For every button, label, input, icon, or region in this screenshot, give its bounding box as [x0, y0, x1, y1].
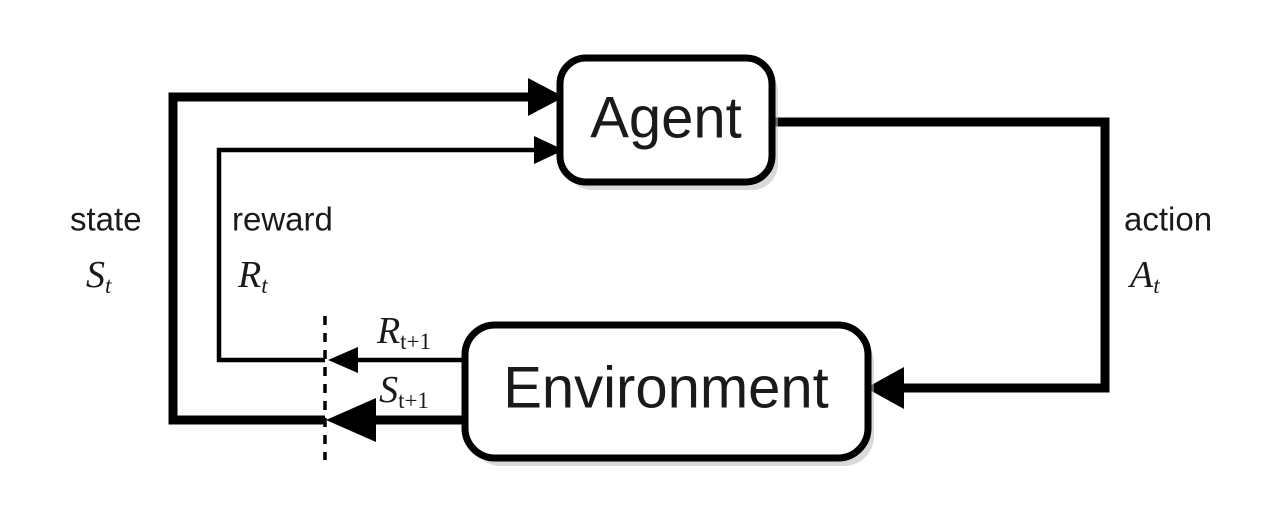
action-flow-line — [772, 117, 1110, 393]
action-arrowhead-icon — [866, 367, 904, 409]
reward-next-symbol-subscript: t+1 — [400, 329, 431, 354]
action-symbol-label: At — [1127, 254, 1160, 299]
reward-flow-line — [216, 147, 536, 363]
state-symbol-subscript: t — [105, 273, 112, 298]
action-symbol-subscript: t — [1153, 273, 1160, 298]
action-word-label: action — [1124, 201, 1212, 238]
action-symbol-base: A — [1127, 254, 1154, 296]
state-word-label: state — [70, 201, 142, 238]
environment-box — [461, 321, 872, 462]
agent-box — [556, 54, 776, 186]
state-symbol-label: St — [86, 254, 112, 299]
reward-symbol-base: R — [237, 254, 261, 296]
environment-label: Environment — [503, 355, 829, 420]
reward-next-symbol-base: R — [376, 310, 400, 352]
state-flow-line — [168, 92, 532, 425]
agent-label: Agent — [590, 85, 742, 150]
state-next-arrowhead-icon — [326, 398, 376, 442]
reward-next-arrowhead-icon — [328, 347, 358, 373]
state-next-symbol-label: St+1 — [379, 369, 429, 414]
state-symbol-base: S — [86, 254, 105, 296]
state-next-symbol-base: S — [379, 369, 398, 411]
state-next-symbol-subscript: t+1 — [398, 388, 429, 413]
reward-symbol-subscript: t — [261, 273, 268, 298]
reward-symbol-label: Rt — [237, 254, 268, 299]
reward-next-symbol-label: Rt+1 — [376, 310, 431, 355]
reward-arrowhead-icon — [534, 136, 564, 164]
reward-word-label: reward — [232, 201, 333, 238]
state-arrowhead-icon — [528, 78, 564, 116]
